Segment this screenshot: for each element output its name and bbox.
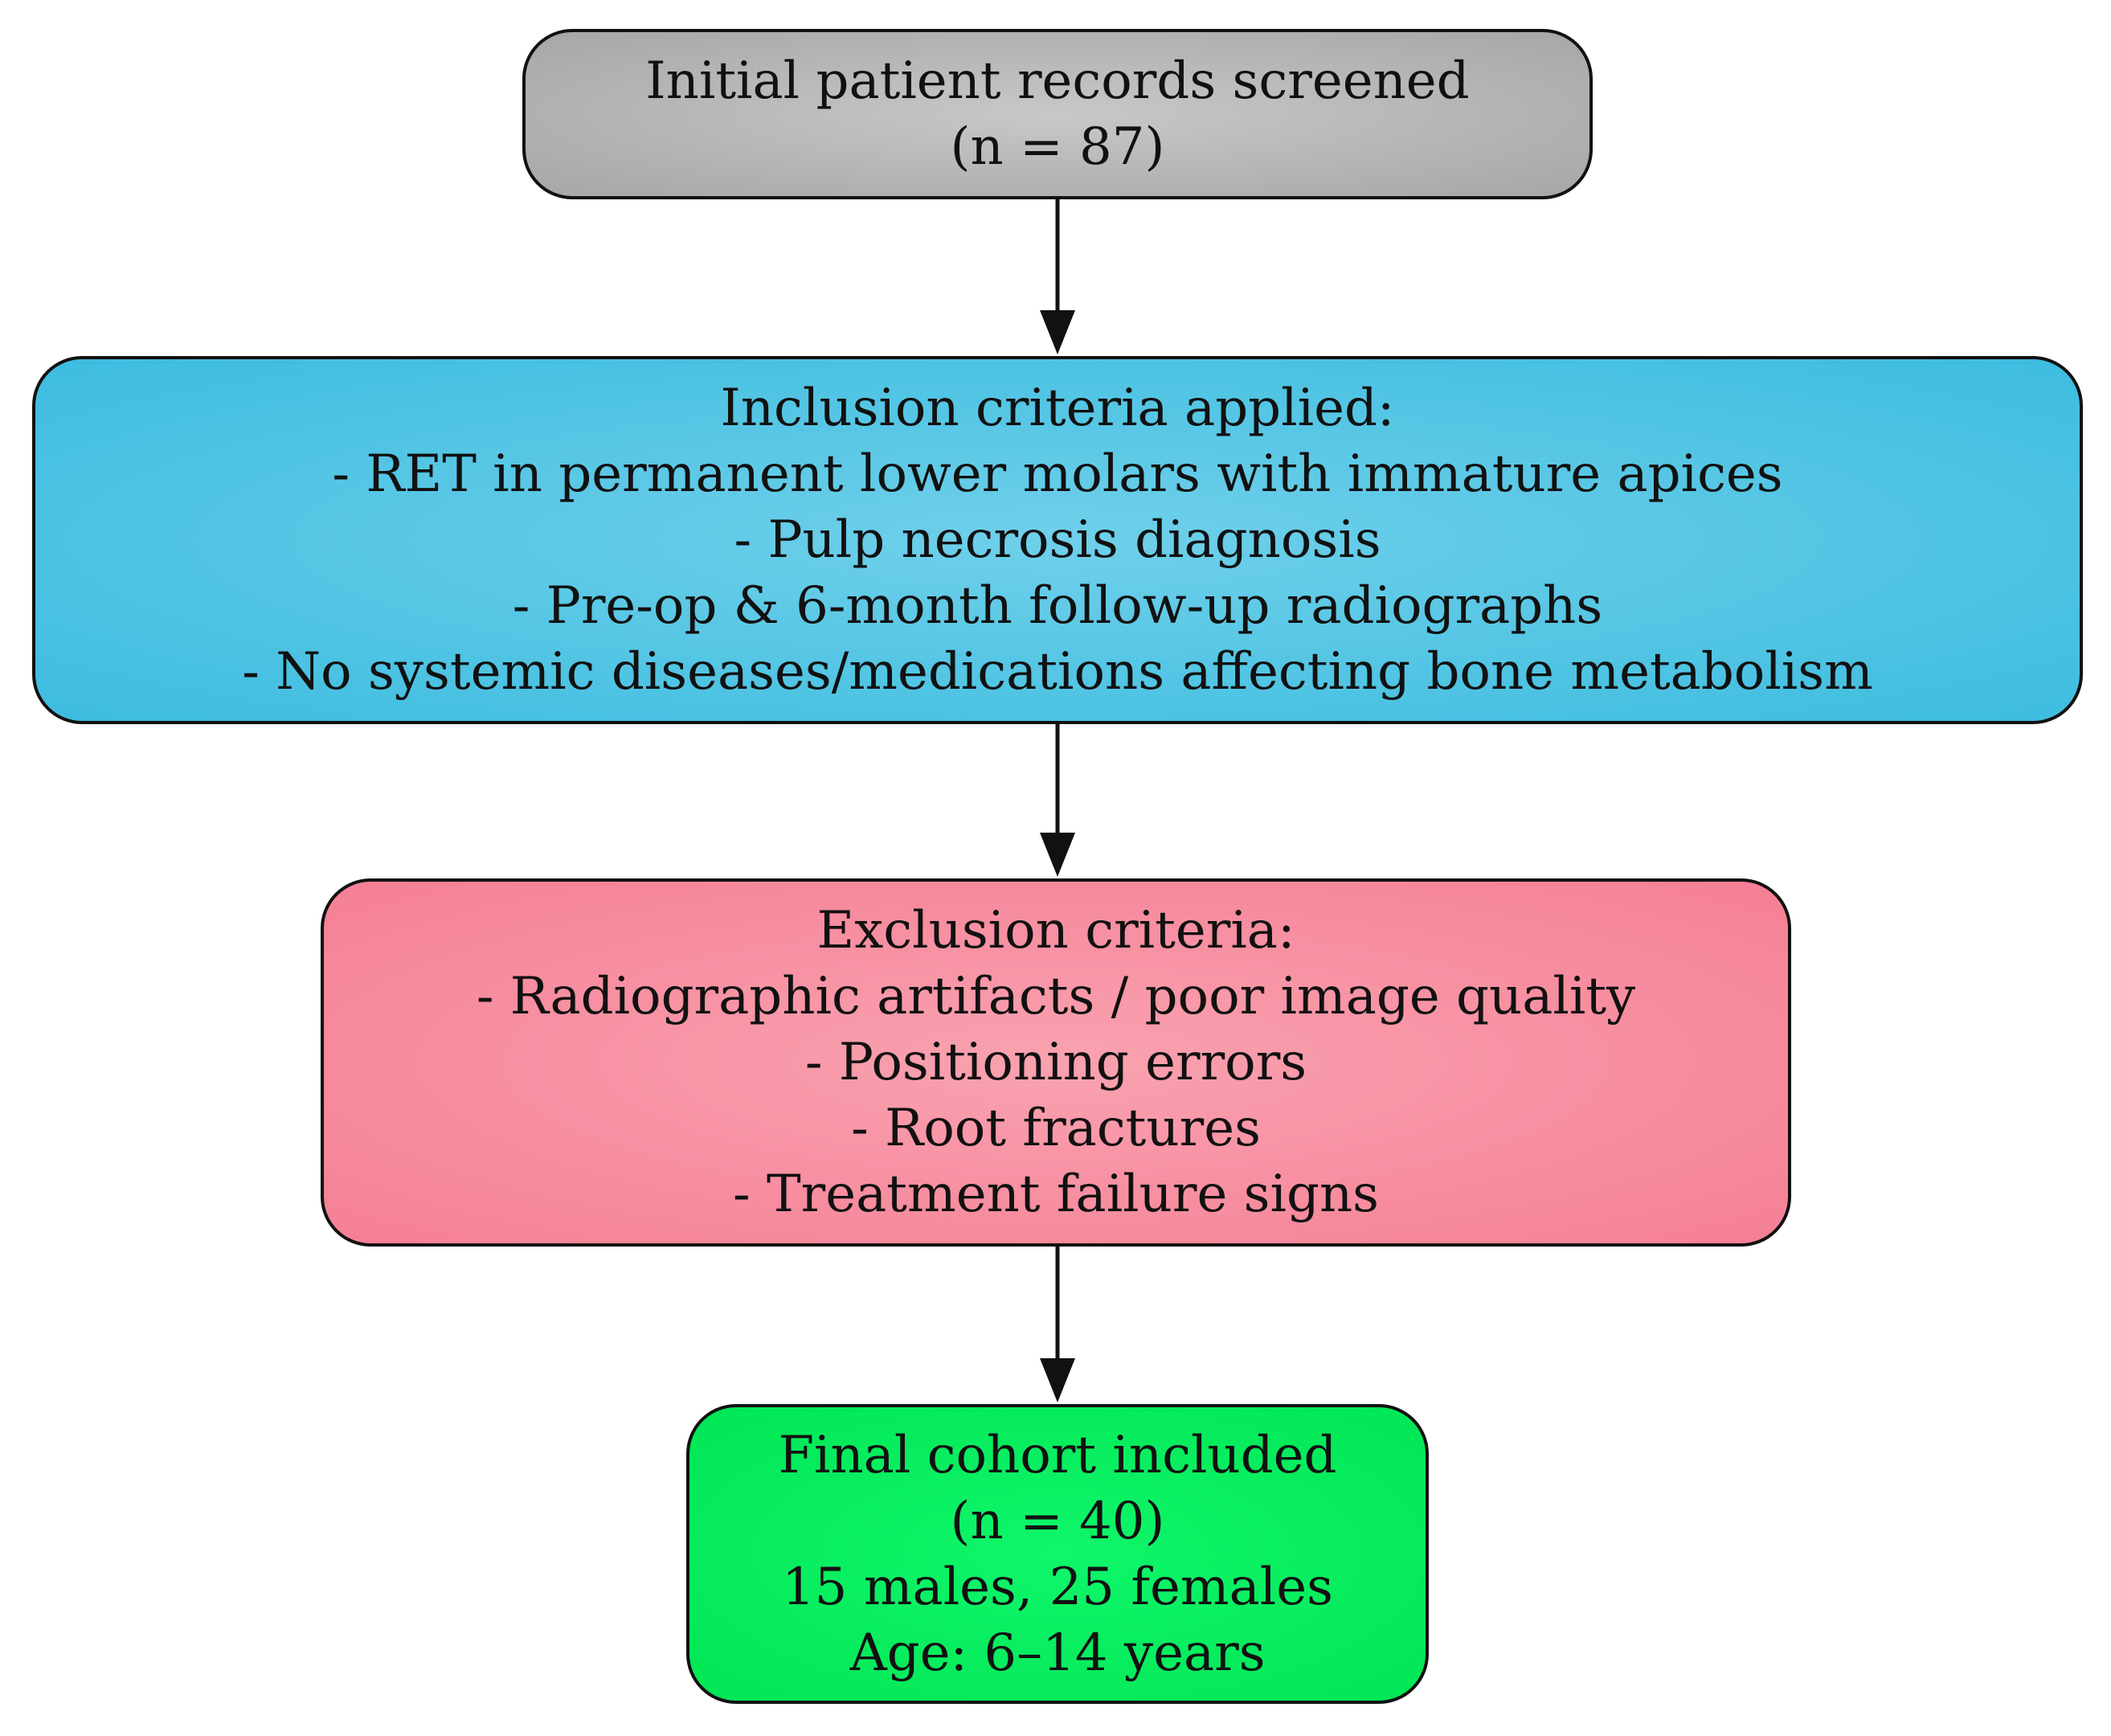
arrowhead — [1040, 310, 1075, 354]
inclusion-item: - RET in permanent lower molars with imm… — [332, 444, 1783, 504]
final-cohort-box: Final cohort included (n = 40) 15 males,… — [686, 1404, 1429, 1704]
arrow-screened-to-inclusion — [1040, 199, 1075, 354]
exclusion-item: - Root fractures — [851, 1099, 1261, 1158]
arrowhead — [1040, 1358, 1075, 1402]
screened-count: (n = 87) — [950, 117, 1165, 177]
inclusion-item: - Pre-op & 6-month follow-up radiographs — [512, 576, 1603, 636]
exclusion-box-title: Exclusion criteria: — [816, 901, 1295, 960]
screened-records-box: Initial patient records screened (n = 87… — [522, 29, 1593, 199]
screened-box-title: Initial patient records screened — [645, 51, 1470, 111]
exclusion-item: - Positioning errors — [804, 1033, 1307, 1092]
exclusion-criteria-box: Exclusion criteria: - Radiographic artif… — [321, 878, 1791, 1247]
final-sex-breakdown: 15 males, 25 females — [782, 1557, 1333, 1617]
inclusion-item: - Pulp necrosis diagnosis — [734, 510, 1381, 570]
inclusion-box-title: Inclusion criteria applied: — [720, 379, 1395, 438]
exclusion-item: - Treatment failure signs — [733, 1165, 1379, 1224]
exclusion-item: - Radiographic artifacts / poor image qu… — [476, 967, 1636, 1026]
final-count: (n = 40) — [950, 1491, 1165, 1551]
inclusion-item: - No systemic diseases/medications affec… — [242, 642, 1873, 702]
arrow-exclusion-to-final — [1040, 1247, 1075, 1402]
final-box-title: Final cohort included — [778, 1425, 1337, 1485]
final-age-range: Age: 6–14 years — [849, 1623, 1266, 1683]
arrowhead — [1040, 833, 1075, 877]
arrow-inclusion-to-exclusion — [1040, 724, 1075, 877]
inclusion-criteria-box: Inclusion criteria applied: - RET in per… — [32, 356, 2083, 724]
